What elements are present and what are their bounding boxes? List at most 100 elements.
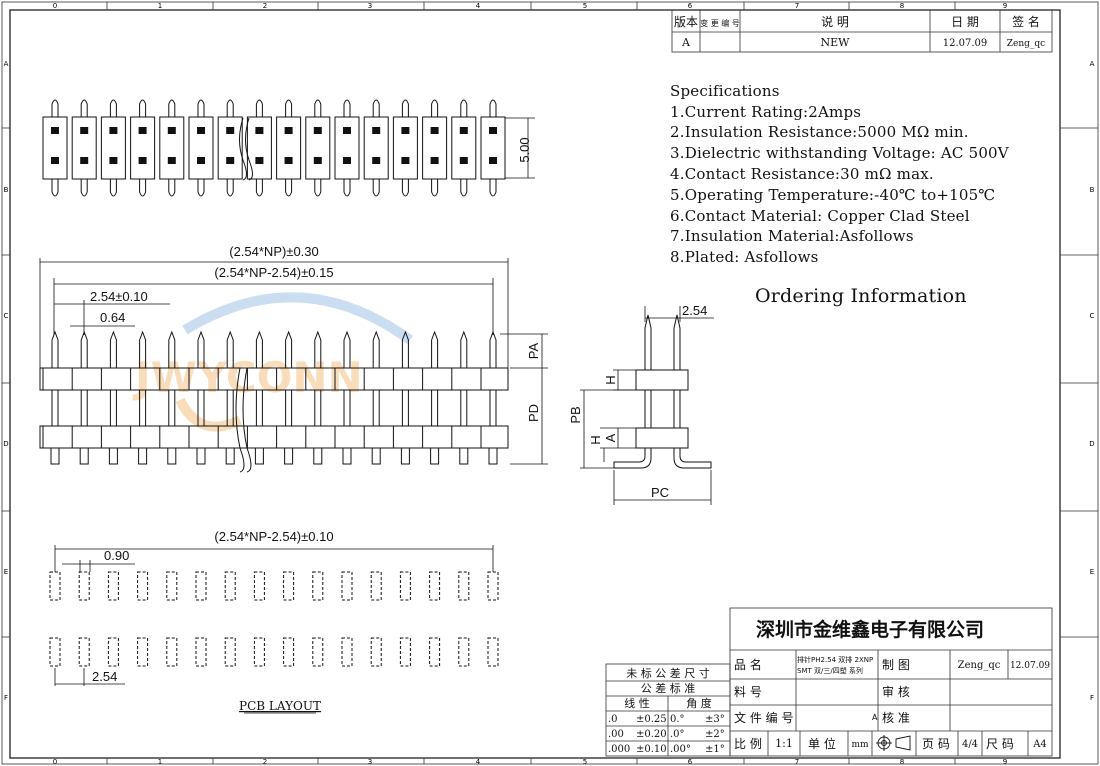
pcb-pad-bottom xyxy=(283,637,295,667)
pin-tip-top xyxy=(51,99,59,117)
top-view-pin xyxy=(480,99,506,197)
rev-row-version: A xyxy=(681,36,691,49)
pin-foot xyxy=(430,447,440,465)
front-view-pin xyxy=(422,330,440,465)
top-view xyxy=(42,99,506,197)
pcb-span-label: (2.54*NP-2.54)±0.10 xyxy=(214,529,333,544)
contact-square xyxy=(255,157,264,164)
contact-square xyxy=(255,127,264,134)
pcb-pad-bottom xyxy=(107,637,119,667)
lower-housing xyxy=(39,425,509,449)
contact-square xyxy=(313,157,322,164)
border-row-mark: C xyxy=(4,312,9,320)
insulator-segment xyxy=(422,116,448,180)
tolerance-cell: .0° xyxy=(670,729,685,740)
rev-header-version: 版本 xyxy=(674,15,698,29)
pin-foot xyxy=(459,447,469,465)
pin-tip-bottom xyxy=(343,179,351,197)
pin-tip-top xyxy=(401,99,409,117)
upper-housing xyxy=(39,367,509,391)
front-view-pin xyxy=(159,330,177,465)
h-bottom-label: H xyxy=(588,435,603,444)
scale-value: 1:1 xyxy=(775,737,793,750)
contact-square xyxy=(197,127,205,134)
border-col-mark: 8 xyxy=(900,2,904,10)
pin-tip-top xyxy=(431,99,439,117)
contact-square xyxy=(489,127,497,134)
size-label: 尺 码 xyxy=(986,737,1014,751)
insulator-segment xyxy=(188,116,214,180)
insulator-segment xyxy=(217,116,243,180)
border-col-mark: 4 xyxy=(476,2,481,10)
pcb-pad-top xyxy=(370,571,382,601)
border-row-mark: F xyxy=(4,694,8,702)
pin-foot xyxy=(284,447,294,465)
pin-tip-bottom xyxy=(431,179,439,197)
contact-square xyxy=(51,127,59,134)
front-view-pin xyxy=(246,330,264,465)
top-view-pin xyxy=(246,99,272,197)
pin-tip-bottom xyxy=(139,179,147,197)
pin-upper xyxy=(460,330,468,368)
pin-tip-bottom xyxy=(489,179,497,197)
pcb-pad-bottom xyxy=(253,637,265,667)
pin-tip-top xyxy=(226,99,234,117)
pitch-label: 2.54±0.10 xyxy=(90,289,148,304)
pcb-pad-bottom xyxy=(370,637,382,667)
insulator-segment xyxy=(305,116,331,180)
pin-tip-bottom xyxy=(80,179,88,197)
contact-square xyxy=(226,127,235,134)
front-view-pin xyxy=(276,330,294,465)
pcb-pad-top xyxy=(224,571,236,601)
border-row-mark: E xyxy=(4,568,8,576)
contact-square xyxy=(430,157,439,164)
border-col-mark: 3 xyxy=(368,2,372,10)
pin-upper xyxy=(226,330,234,368)
contact-square xyxy=(313,127,322,134)
pin-tip-top xyxy=(372,99,380,117)
pin-foot xyxy=(167,447,177,465)
pcb-pad-bottom xyxy=(458,637,470,667)
pcb-pad-bottom xyxy=(78,637,90,667)
company-name: 深圳市金维鑫电子有限公司 xyxy=(756,618,984,641)
pcb-pad-top xyxy=(399,571,411,601)
front-view-pin xyxy=(305,330,323,465)
spec-item-4: 4.Contact Resistance:30 mΩ max. xyxy=(670,165,934,183)
pin-foot xyxy=(196,447,206,465)
pin-tip-bottom xyxy=(197,179,205,197)
rev-header-change: 变 更 编 号 xyxy=(700,18,740,28)
pin-upper xyxy=(314,330,322,368)
pcb-pad-top xyxy=(312,571,324,601)
pin-span-label: (2.54*NP-2.54)±0.15 xyxy=(214,265,333,280)
pin-tip-bottom xyxy=(226,179,234,197)
front-view-pin xyxy=(100,330,118,465)
pcb-pad-top xyxy=(195,571,207,601)
contact-square xyxy=(80,127,89,134)
product-value-2: SMT 双/三/四塑 系列 xyxy=(797,666,863,675)
pin-tip-bottom xyxy=(401,179,409,197)
tolerance-cell: .00 xyxy=(608,729,624,740)
pcb-pad-top xyxy=(49,571,61,601)
top-view-pin xyxy=(392,99,418,197)
break-line xyxy=(245,117,253,181)
border-col-mark: 7 xyxy=(795,2,799,10)
pcb-pad-bottom xyxy=(312,637,324,667)
contact-square xyxy=(109,127,118,134)
contact-square xyxy=(226,157,235,164)
contact-square xyxy=(343,127,351,134)
tolerance-cell: ±2° xyxy=(705,729,725,740)
doc-number-label: 文 件 编 号 xyxy=(734,710,793,725)
pcb-pad-bottom xyxy=(137,637,149,667)
rev-row-sign: Zeng_qc xyxy=(1007,39,1045,49)
pin-foot xyxy=(225,447,235,465)
tolerance-title-2: 公 差 标 准 xyxy=(641,681,696,695)
side-view xyxy=(613,314,712,469)
top-height-label: 5.00 xyxy=(517,137,532,162)
pin-foot xyxy=(488,447,498,465)
material-label: 料 号 xyxy=(734,685,762,699)
top-view-pin xyxy=(451,99,477,197)
front-view-pin xyxy=(334,330,352,465)
contact-square xyxy=(430,127,439,134)
pin-foot xyxy=(313,447,323,465)
pcb-pad-bottom xyxy=(429,637,441,667)
